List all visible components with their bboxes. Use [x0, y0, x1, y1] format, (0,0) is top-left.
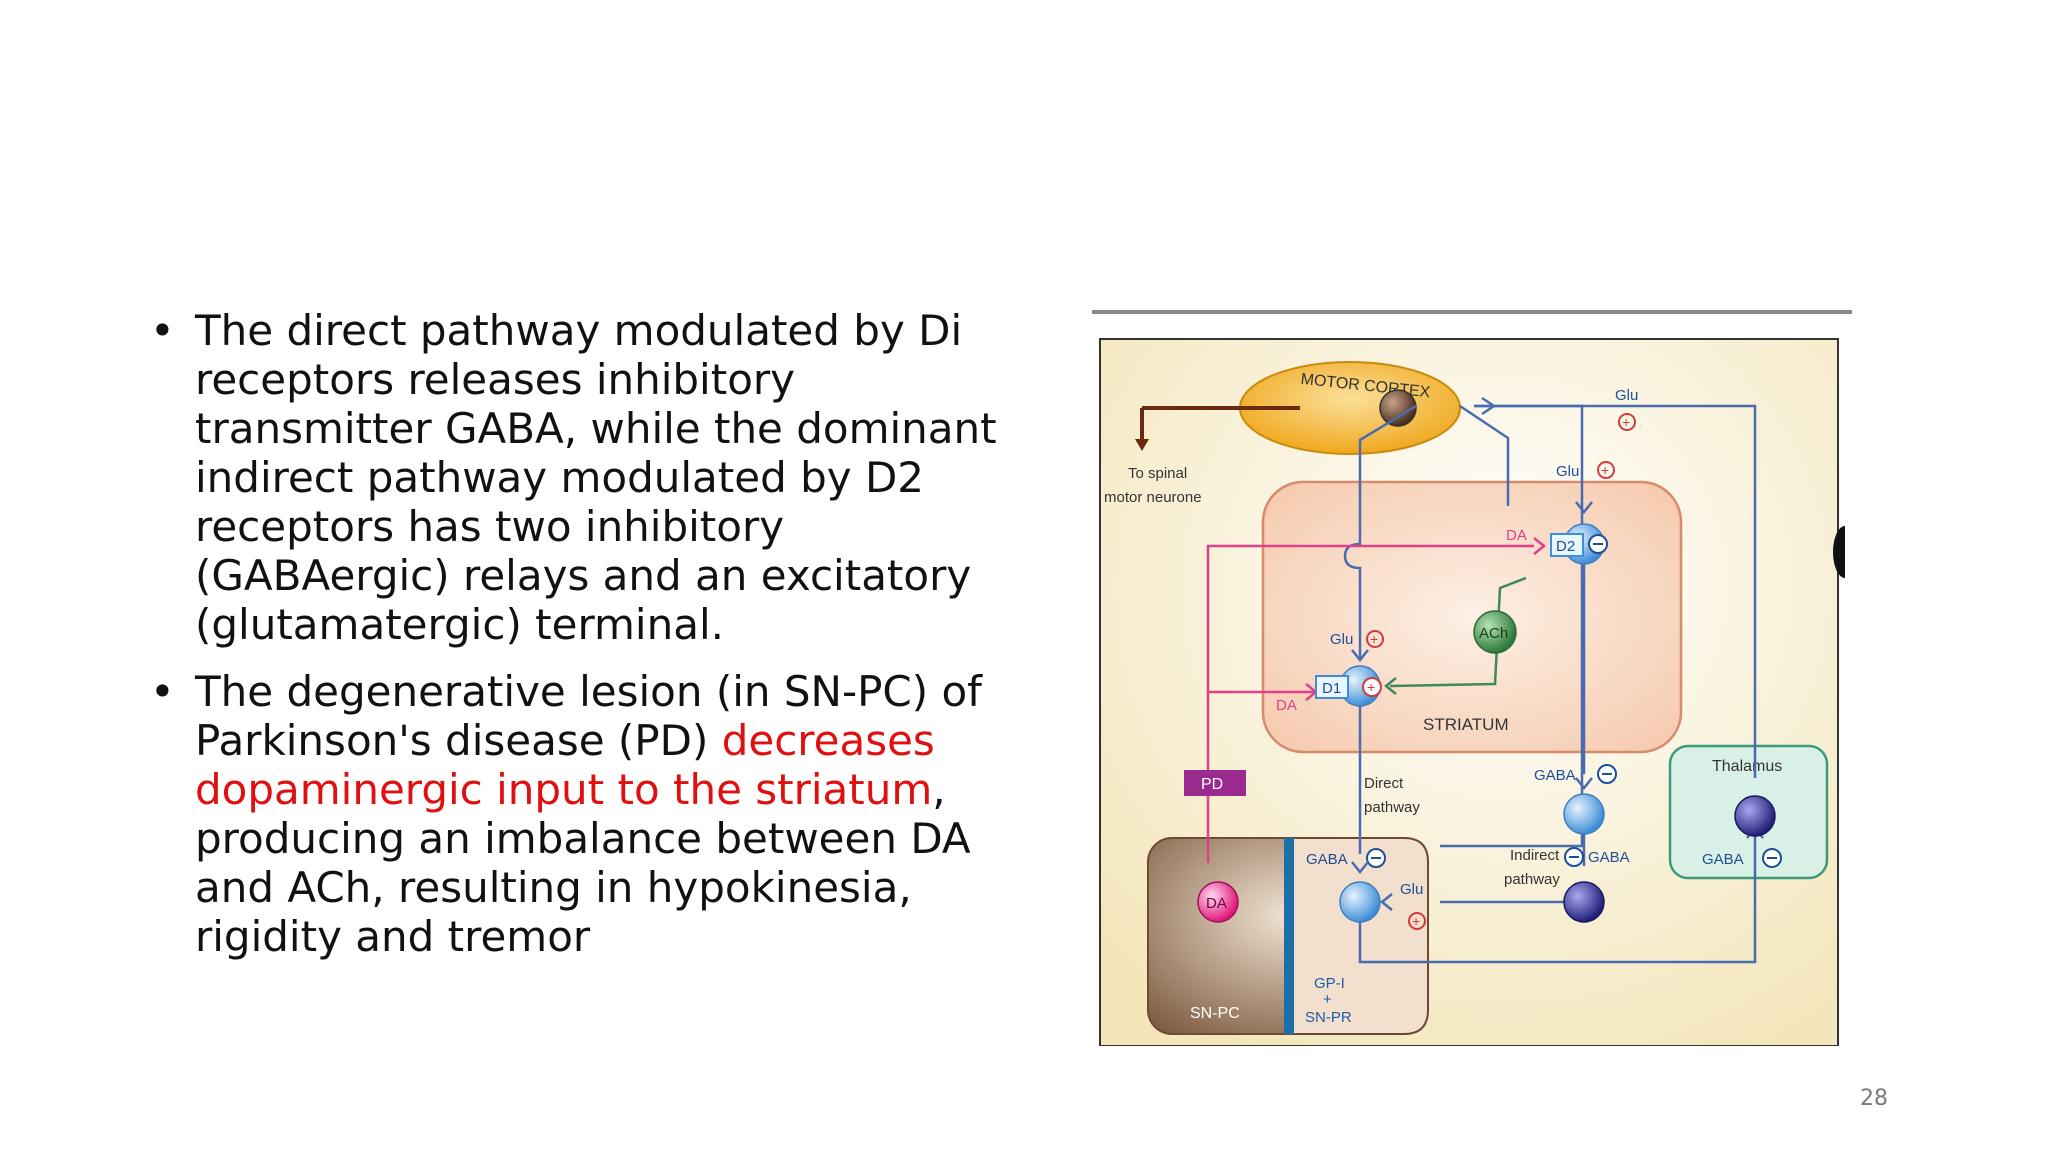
cortical-neuron: [1379, 389, 1417, 427]
stn-gpi-synapse: [1379, 893, 1393, 911]
gpi-to-thalamus-line: [1358, 826, 1757, 964]
ach-label: ACh: [1479, 625, 1508, 642]
glu-label-d1: Glu: [1330, 631, 1353, 648]
gp-label-2: +: [1323, 991, 1332, 1008]
d1-label: D1: [1322, 680, 1341, 697]
direct-pathway-label-2: pathway: [1364, 799, 1420, 816]
d2-glu-synapse: [1575, 501, 1593, 515]
edge-shape: [1833, 526, 1845, 578]
d2-label: D2: [1556, 538, 1575, 555]
gaba-label-stn: GABA: [1588, 849, 1630, 866]
plus-symbol-d1: +: [1367, 679, 1375, 695]
indirect-pathway-label-2: pathway: [1504, 871, 1560, 888]
da-neuron: [1197, 881, 1239, 923]
bullet-1-text: The direct pathway modulated by Di recep…: [195, 306, 997, 649]
gpi-synapse: [1351, 861, 1369, 875]
da-label-d2: DA: [1506, 527, 1527, 544]
stn-neuron: [1563, 881, 1605, 923]
plus-symbol-glu-d1: +: [1370, 631, 1378, 647]
bullet-item-2: • The degenerative lesion (in SN-PC) of …: [150, 667, 1030, 961]
spinal-arrowhead: [1135, 439, 1149, 451]
ach-neuron: [1473, 610, 1517, 654]
cortex-to-d1-line: [1343, 404, 1417, 661]
page-number: 28: [1860, 1086, 1888, 1111]
bullet-2-highlight: decreases dopaminergic input to the stri…: [195, 716, 935, 814]
gaba-label-thalamus: GABA: [1702, 851, 1744, 868]
da-synapse-d2: [1533, 537, 1547, 555]
bullet-list: • The direct pathway modulated by Di rec…: [150, 306, 1030, 979]
cortex-thalamus-line: [1474, 404, 1757, 778]
glu-label-d2: Glu: [1556, 463, 1579, 480]
sn-pc-label: SN-PC: [1190, 1005, 1240, 1022]
plus-sign-d2: [1597, 461, 1615, 479]
pd-label: PD: [1201, 776, 1223, 793]
thalamus-label: Thalamus: [1712, 758, 1782, 775]
striatum-region: [1261, 480, 1683, 754]
gaba-label-gpi: GABA: [1306, 851, 1348, 868]
da-neuron-label: DA: [1206, 895, 1227, 912]
cortex-to-d2-line: [1459, 404, 1510, 506]
plus-sign-top: [1618, 413, 1636, 431]
d2-receptor-box: [1550, 533, 1584, 557]
gp-label-1: GP-I: [1314, 975, 1345, 992]
plus-symbol-gpi: +: [1412, 913, 1420, 929]
glu-synapse-top: [1481, 396, 1497, 416]
basal-ganglia-diagram: STRIATUM Thalamus SN-PC GP-I + SN-PR MOT…: [1090, 306, 1860, 1046]
diagram-svg: STRIATUM Thalamus SN-PC GP-I + SN-PR MOT…: [1092, 310, 1852, 1046]
thalamus-neuron: [1734, 795, 1776, 837]
direct-pathway-label-1: Direct: [1364, 775, 1404, 792]
da-label-d1: DA: [1276, 697, 1297, 714]
plus-sign-d1: [1362, 677, 1382, 697]
glu-label-gpi: Glu: [1400, 881, 1423, 898]
indirect-pathway-label-1: Indirect: [1510, 847, 1560, 864]
plus-sign-gpi: [1408, 912, 1426, 930]
bullet-dot: •: [150, 667, 175, 716]
bullet-2-text-start: The degenerative lesion (in SN-PC) of Pa…: [195, 667, 982, 765]
to-spinal-label-1: To spinal: [1128, 465, 1187, 482]
bullet-dot: •: [150, 306, 175, 355]
d1-glu-synapse: [1351, 649, 1369, 663]
plus-symbol-top: +: [1622, 414, 1630, 430]
to-spinal-label-2: motor neurone: [1104, 489, 1202, 506]
gaba-label-gpe: GABA: [1534, 767, 1576, 784]
glu-label-top: Glu: [1615, 387, 1638, 404]
gpe-neuron: [1563, 793, 1605, 835]
d1-receptor-box: [1315, 675, 1349, 699]
gp-divider: [1284, 838, 1294, 1034]
gpi-neuron: [1339, 881, 1381, 923]
ach-synapse: [1383, 677, 1397, 695]
striatum-label: STRIATUM: [1423, 715, 1509, 734]
plus-symbol-d2: +: [1601, 462, 1609, 478]
bullet-item-1: • The direct pathway modulated by Di rec…: [150, 306, 1030, 649]
gpe-synapse: [1575, 777, 1593, 791]
gp-label-3: SN-PR: [1305, 1009, 1352, 1026]
pd-label-box: [1184, 770, 1246, 796]
plus-sign-glu-d1: [1366, 630, 1384, 648]
da-pathway-d2: [1206, 544, 1534, 863]
bullet-2-text-end: , producing an imbalance between DA and …: [195, 765, 971, 961]
